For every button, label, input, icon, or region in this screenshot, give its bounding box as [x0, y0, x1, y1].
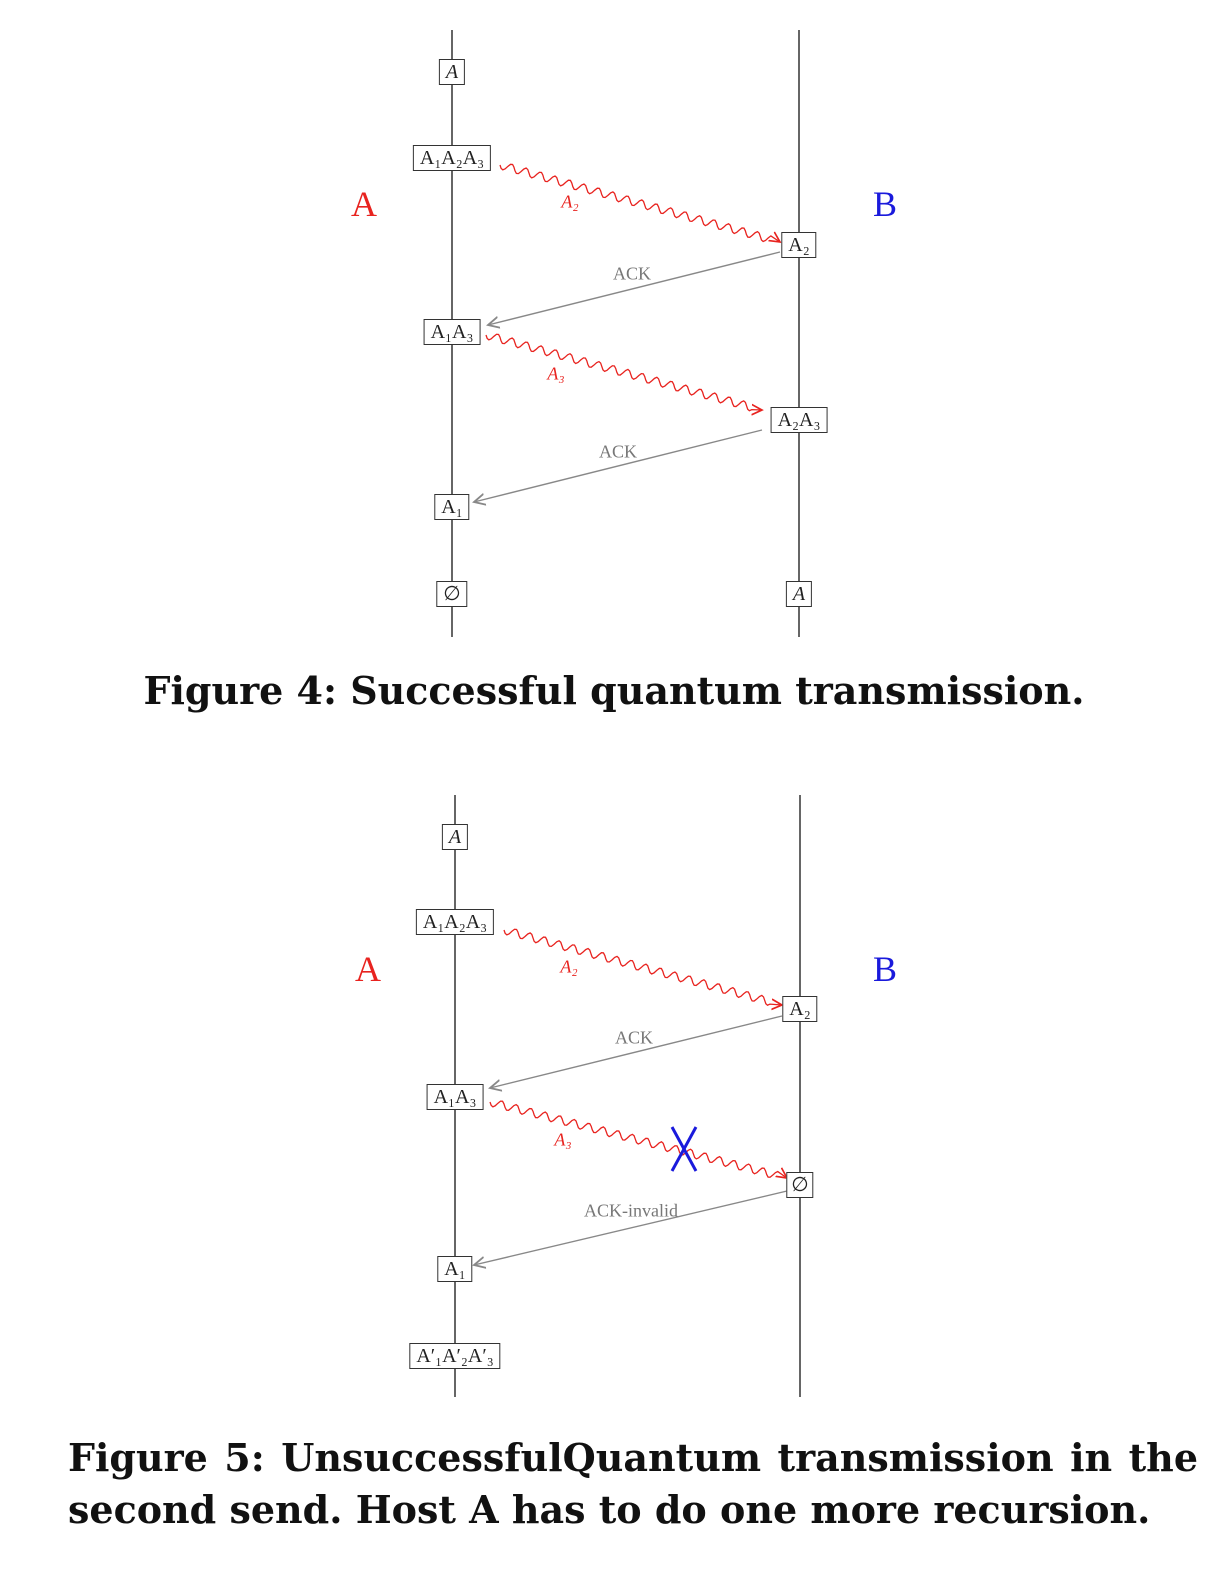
quantum-label-a3: A₃ — [547, 363, 565, 384]
state-box-a-full: A₁A₂A₃ — [412, 145, 492, 171]
state-box-a-start: A — [441, 824, 469, 850]
state-box-a-end: A′₁A′₂A′₃ — [409, 1343, 501, 1369]
state-box-b-second: ∅ — [786, 1172, 814, 1198]
quantum-arrow-a2 — [499, 163, 780, 242]
ack-arrow-1 — [490, 1015, 783, 1088]
state-box-a-full: A₁A₂A₃ — [415, 909, 495, 935]
figure-4: A B A A₁A₂A₃ A₁A₃ A₁ ∅ A₂ A₂A₃ A A₂ A₃ A… — [0, 0, 1228, 650]
quantum-arrow-a3 — [489, 1100, 787, 1178]
quantum-arrow-a2 — [503, 928, 782, 1005]
figure-5-caption: Figure 5: UnsuccessfulQuantum transmissi… — [68, 1435, 1198, 1532]
quantum-label-a2: A₂ — [561, 191, 579, 212]
figure-5-diagram — [454, 795, 801, 1397]
ack-arrow-2 — [474, 429, 763, 502]
figure-4-caption: Figure 4: Successful quantum transmissio… — [143, 668, 1085, 713]
host-b-label: B — [873, 949, 898, 989]
state-box-a-after-first: A₁A₃ — [423, 319, 481, 345]
state-box-a-start: A — [438, 59, 466, 85]
state-box-b-first: A₂ — [782, 996, 818, 1022]
state-box-a-after-first: A₁A₃ — [426, 1084, 484, 1110]
state-box-a-after-second: A₁ — [437, 1256, 473, 1282]
ack-arrow-1 — [488, 251, 781, 325]
state-box-b-first: A₂ — [781, 232, 817, 258]
figure-5: A B A A₁A₂A₃ A₁A₃ A₁ A′₁A′₂A′₃ A₂ ∅ A₂ A… — [0, 765, 1228, 1415]
quantum-label-a2: A₂ — [560, 956, 578, 977]
loss-cross-icon — [670, 1126, 698, 1172]
ack-label: ACK — [614, 1027, 654, 1048]
host-b-label: B — [873, 184, 898, 224]
state-box-b-end: A — [785, 581, 813, 607]
ack-label-1: ACK — [612, 263, 652, 284]
quantum-label-a3: A₃ — [554, 1129, 572, 1150]
ack-invalid-label: ACK-invalid — [584, 1200, 678, 1221]
ack-invalid-arrow — [474, 1190, 788, 1265]
host-a-label: A — [355, 949, 381, 989]
state-box-a-end: ∅ — [436, 581, 468, 607]
state-box-a-after-second: A₁ — [434, 494, 470, 520]
figure-4-diagram — [451, 30, 800, 637]
ack-label-2: ACK — [598, 441, 638, 462]
host-a-label: A — [351, 184, 377, 224]
quantum-arrow-a3 — [485, 333, 762, 410]
state-box-b-second: A₂A₃ — [770, 407, 828, 433]
